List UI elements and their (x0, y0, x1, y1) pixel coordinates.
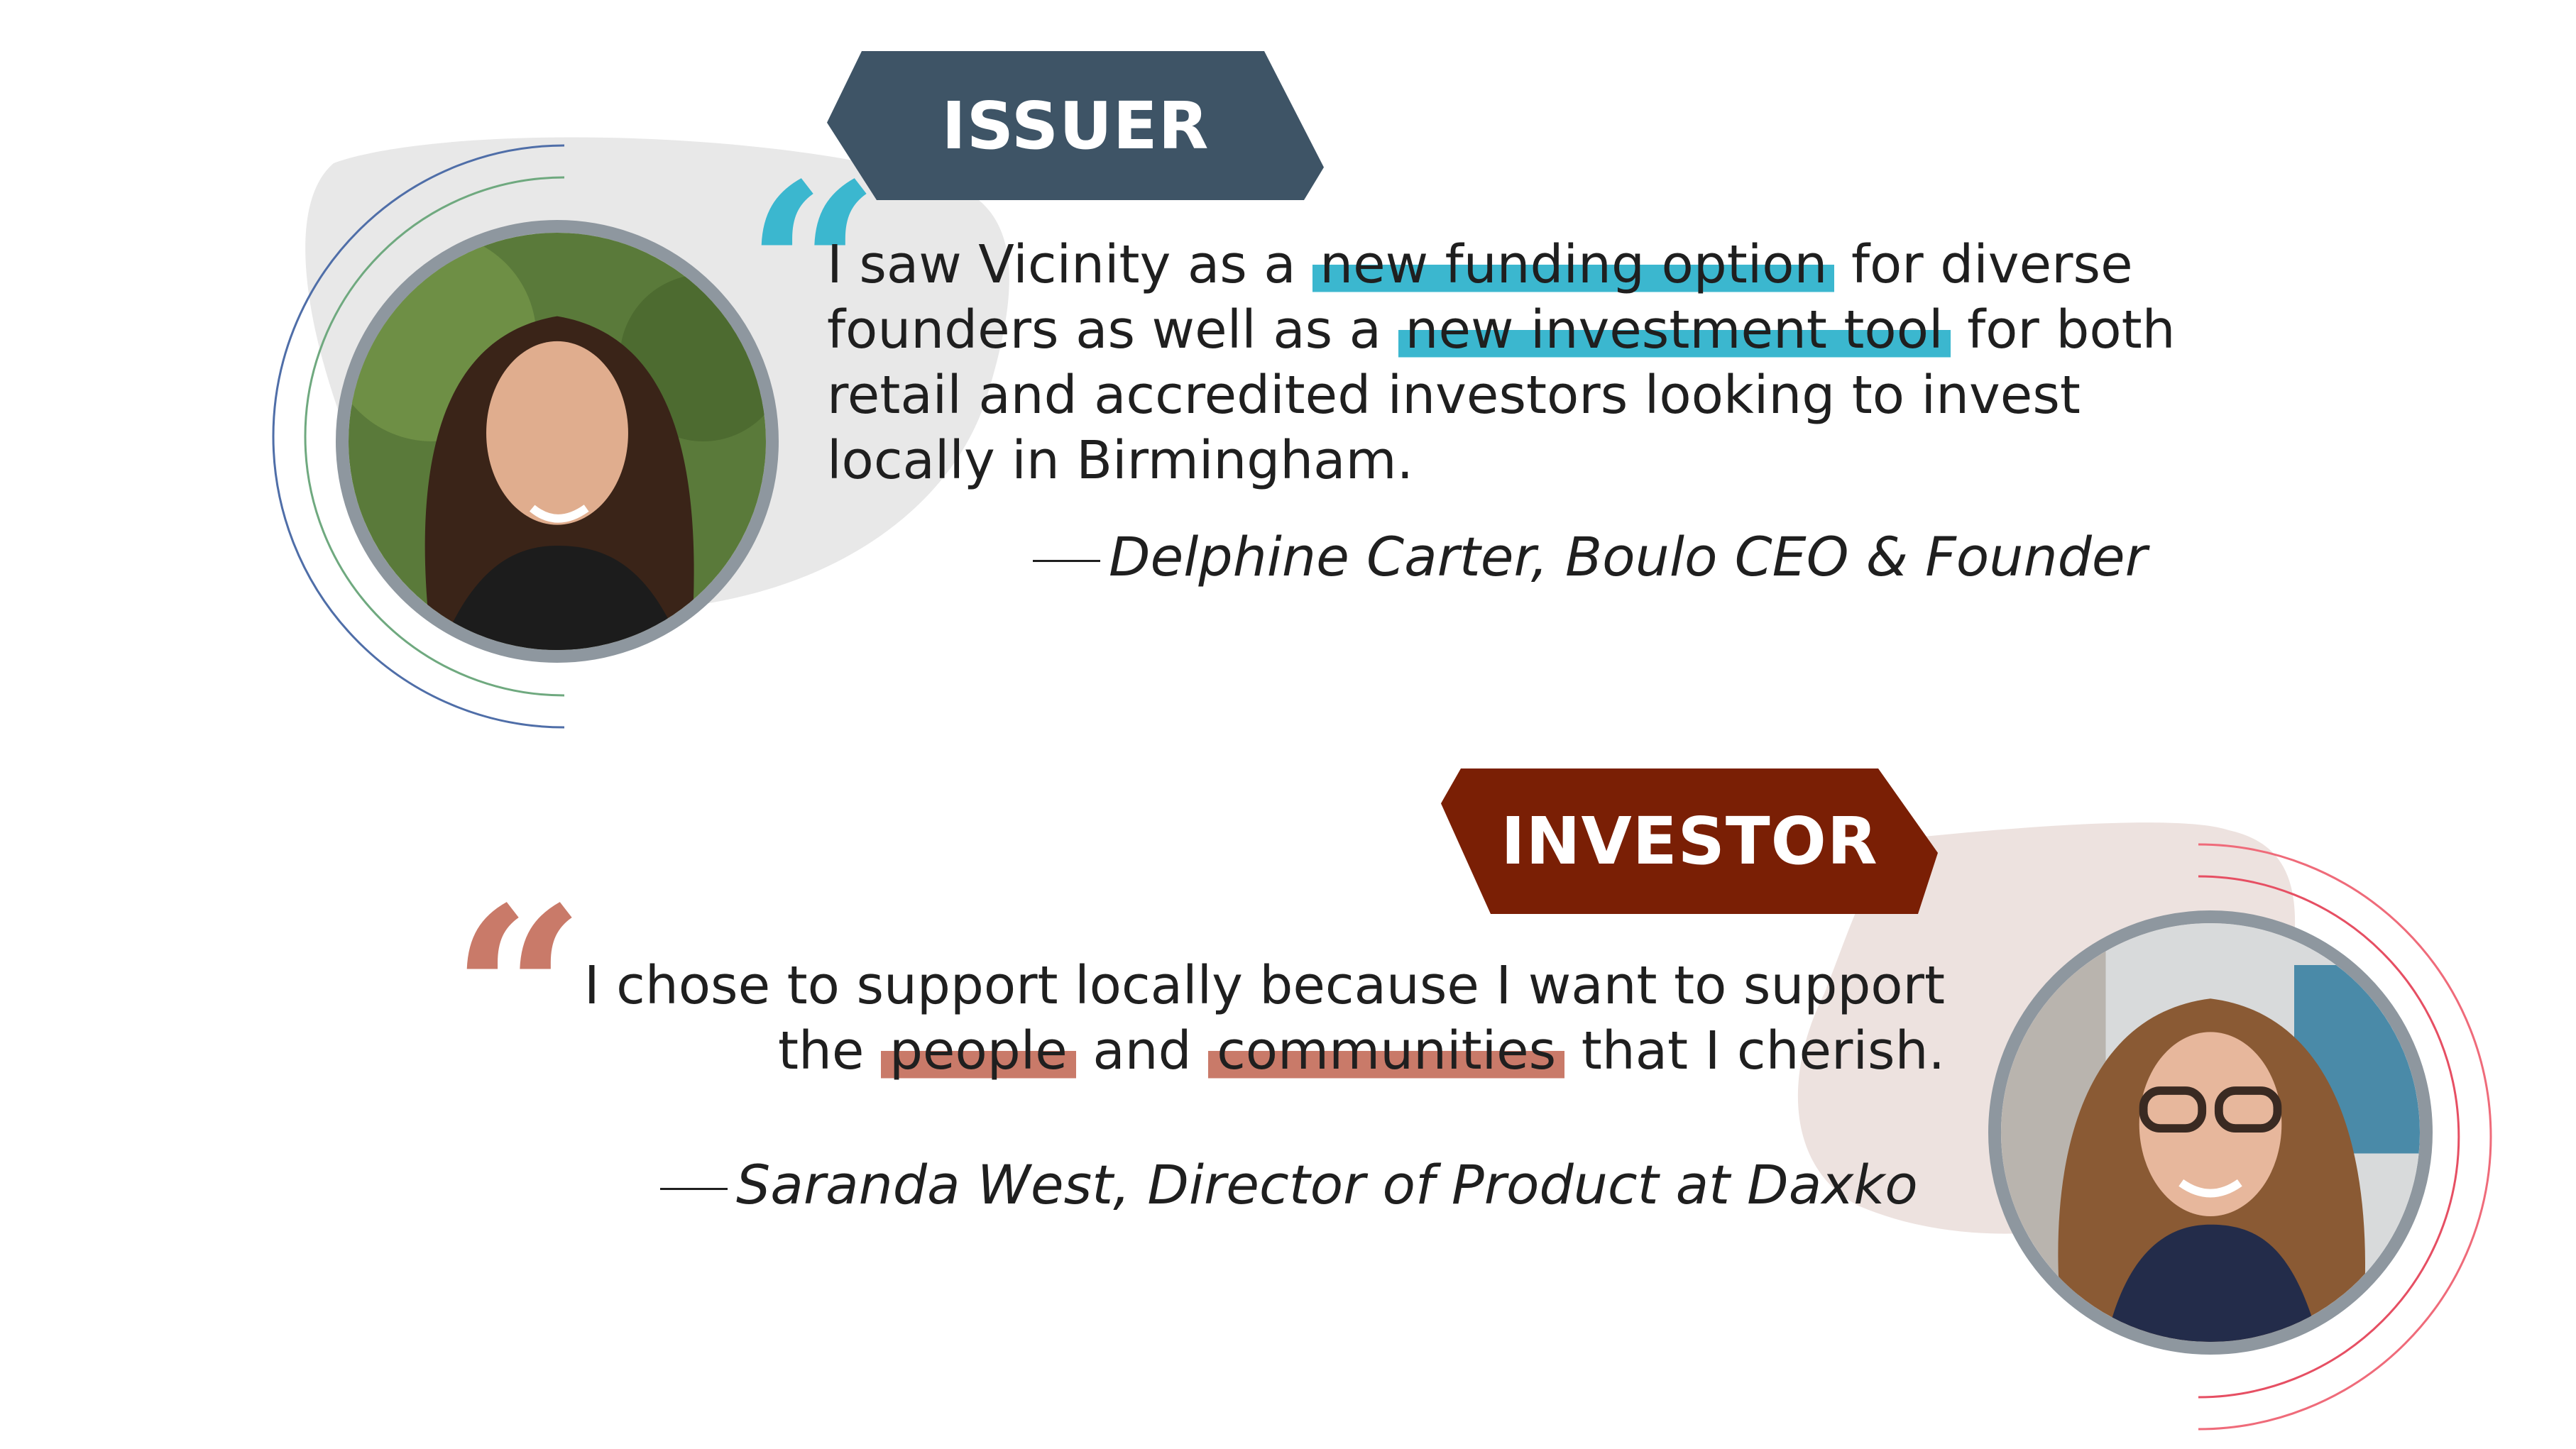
issuer-quote-text: I saw Vicinity as a new funding option f… (827, 232, 2211, 493)
issuer-quote-part-3: for diverse founders as well as a (827, 234, 2133, 360)
investor-arc-outer (2198, 843, 2492, 1431)
issuer-quote-part-1: I saw Vicinity as a (827, 234, 1296, 295)
investor-attribution-dash (660, 1187, 728, 1190)
investor-quote-part-5: that I cherish. (1581, 1020, 1945, 1081)
investor-attribution: Saranda West, Director of Product at Dax… (660, 1153, 1918, 1216)
issuer-attribution-text: Delphine Carter, Boulo CEO & Founder (1109, 525, 2147, 588)
investor-quote-text: I chose to support locally because I wan… (497, 953, 1945, 1084)
investor-highlight-people: people (880, 1020, 1076, 1081)
investor-arc-inner (2198, 875, 2460, 1399)
investor-badge: INVESTOR (1441, 768, 1938, 914)
investor-quote-part-1: I chose to support locally because I wan… (583, 955, 1945, 1081)
investor-avatar (1988, 910, 2433, 1355)
issuer-attribution-dash (1033, 559, 1100, 562)
issuer-badge: ISSUER (827, 51, 1324, 200)
issuer-badge-label: ISSUER (941, 87, 1210, 164)
issuer-arc-outer (272, 144, 565, 729)
investor-highlight-communities: communities (1208, 1020, 1565, 1081)
issuer-arc-inner (304, 176, 565, 697)
investor-quote-part-3: and (1092, 1020, 1192, 1081)
issuer-quote-mark: “ (745, 132, 880, 407)
issuer-quote-part-5: for both retail and accredited investors… (827, 299, 2176, 491)
investor-attribution-text: Saranda West, Director of Product at Dax… (736, 1153, 1918, 1216)
issuer-avatar (336, 220, 779, 663)
investor-quote-mark: “ (451, 856, 586, 1131)
issuer-attribution: Delphine Carter, Boulo CEO & Founder (1033, 525, 2147, 588)
issuer-highlight-funding-option: new funding option (1312, 234, 1835, 295)
investor-badge-label: INVESTOR (1501, 803, 1878, 879)
issuer-highlight-investment-tool: new investment tool (1398, 299, 1951, 360)
